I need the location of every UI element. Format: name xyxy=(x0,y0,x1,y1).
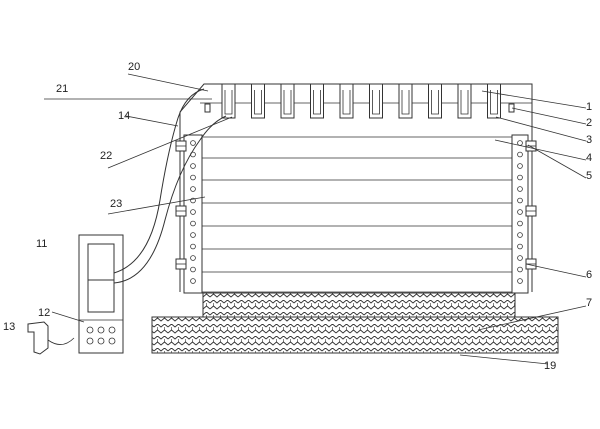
electrode-frame xyxy=(221,83,236,119)
rail-hole xyxy=(517,151,523,158)
rail-hole xyxy=(517,266,523,273)
electrode-frame xyxy=(310,83,324,119)
electrode-loop xyxy=(342,90,351,115)
controller-display-top xyxy=(87,243,115,281)
rail-hole xyxy=(190,243,196,250)
electrode-frame xyxy=(339,83,354,119)
control-button xyxy=(108,337,116,345)
electrode-loop xyxy=(431,90,439,115)
control-button xyxy=(86,326,94,334)
rail-hole xyxy=(517,243,523,250)
controller-buttons xyxy=(86,326,116,345)
label-2: 2 xyxy=(586,117,592,129)
controller-display-bottom xyxy=(87,279,115,313)
rail-hole xyxy=(190,209,196,215)
electrode-loop xyxy=(490,90,498,115)
electrode-frame xyxy=(369,83,383,119)
rail-hole xyxy=(517,278,523,284)
cushion-layer xyxy=(202,292,516,318)
right-rail-holes xyxy=(517,140,523,284)
cable-upper xyxy=(113,88,205,274)
label-7: 7 xyxy=(586,297,592,309)
base-slab xyxy=(151,316,559,354)
label-3: 3 xyxy=(586,134,592,146)
rail-hole xyxy=(190,220,196,227)
leader-lines xyxy=(44,73,587,365)
rail-hole xyxy=(517,186,523,192)
label-22: 22 xyxy=(100,150,112,162)
electrode-loop xyxy=(254,90,262,115)
electrode-loop xyxy=(372,90,380,115)
left-top-pin xyxy=(204,103,211,113)
top-electrodes xyxy=(221,83,501,119)
control-button xyxy=(97,337,105,345)
housing-outline xyxy=(179,83,533,292)
stacked-layers xyxy=(202,136,512,293)
right-top-pin xyxy=(508,103,515,113)
label-5: 5 xyxy=(586,170,592,182)
label-12: 12 xyxy=(38,307,50,319)
label-14: 14 xyxy=(118,110,130,122)
rail-hole xyxy=(517,220,523,227)
electrode-frame xyxy=(428,83,442,119)
electrode-loop xyxy=(313,90,321,115)
left-rail xyxy=(183,134,203,294)
rail-hole xyxy=(190,140,196,146)
rail-hole xyxy=(190,197,196,204)
electrode-frame xyxy=(251,83,265,119)
rail-hole xyxy=(517,255,523,261)
rail-hole xyxy=(190,278,196,284)
rail-hole xyxy=(190,174,196,181)
electrode-loop xyxy=(401,90,410,115)
rail-hole xyxy=(190,163,196,169)
rail-hole xyxy=(517,232,523,238)
left-rail-holes xyxy=(190,140,196,284)
electrode-frame xyxy=(280,83,295,119)
label-19: 19 xyxy=(544,360,556,372)
rail-hole xyxy=(190,186,196,192)
label-1: 1 xyxy=(586,101,592,113)
control-button xyxy=(86,337,94,345)
rail-hole xyxy=(190,255,196,261)
label-6: 6 xyxy=(586,269,592,281)
cable-lower xyxy=(113,115,227,284)
electrode-loop xyxy=(283,90,292,115)
rail-hole xyxy=(517,197,523,204)
electrode-loop xyxy=(224,90,233,115)
label-11: 11 xyxy=(36,238,47,250)
label-13: 13 xyxy=(3,321,15,333)
rail-hole xyxy=(190,232,196,238)
electrode-frame xyxy=(457,83,472,119)
rail-hole xyxy=(517,174,523,181)
sensor-cable xyxy=(47,337,75,345)
label-4: 4 xyxy=(586,152,592,164)
sensor-device xyxy=(27,321,49,355)
electrode-loop xyxy=(460,90,469,115)
control-button xyxy=(108,326,116,334)
rail-clamps xyxy=(175,140,537,270)
rail-hole xyxy=(517,163,523,169)
label-20: 20 xyxy=(128,61,140,73)
electrode-frame xyxy=(487,83,501,119)
rail-hole xyxy=(517,209,523,215)
control-button xyxy=(97,326,105,334)
label-21: 21 xyxy=(56,83,68,95)
label-23: 23 xyxy=(110,198,122,210)
electrode-frame xyxy=(398,83,413,119)
rail-hole xyxy=(190,266,196,273)
